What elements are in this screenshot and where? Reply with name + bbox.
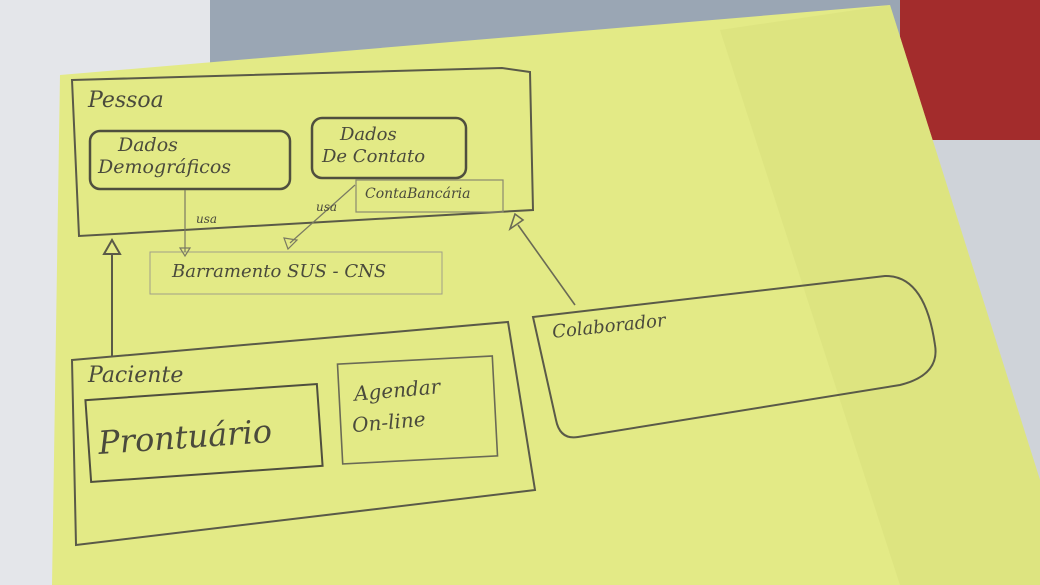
colaborador-inherits-head bbox=[508, 212, 525, 232]
usa-arrow-right-head bbox=[283, 237, 299, 251]
barramento-label: Barramento SUS - CNS bbox=[172, 261, 387, 282]
conta-bancaria-label: ContaBancária bbox=[365, 186, 471, 202]
agendar-box bbox=[336, 355, 499, 465]
barramento-box bbox=[149, 251, 443, 295]
pessoa-title: Pessoa bbox=[88, 88, 164, 113]
dados-demograficos-line1: Dados bbox=[118, 134, 178, 156]
dados-demograficos-box bbox=[88, 129, 292, 191]
usa-arrow-right-line bbox=[289, 184, 356, 244]
dados-contato-box bbox=[310, 116, 468, 180]
conta-bancaria-box bbox=[355, 179, 504, 213]
paciente-title: Paciente bbox=[88, 363, 184, 388]
colaborador-inherits-line bbox=[517, 224, 576, 306]
dados-demograficos-line2: Demográficos bbox=[98, 156, 232, 178]
dados-contato-line2: De Contato bbox=[322, 146, 426, 167]
colaborador-class-box bbox=[531, 274, 937, 439]
usa-right-label: usa bbox=[316, 200, 338, 214]
usa-arrow-left-head bbox=[178, 247, 192, 258]
pessoa-class-box bbox=[70, 66, 535, 238]
prontuario-box bbox=[84, 382, 324, 484]
paper-shade bbox=[720, 5, 1040, 585]
dados-contato-line1: Dados bbox=[340, 124, 397, 145]
paciente-class-box bbox=[70, 320, 537, 547]
paciente-inherits-head bbox=[102, 237, 122, 255]
usa-left-label: usa bbox=[196, 212, 218, 226]
